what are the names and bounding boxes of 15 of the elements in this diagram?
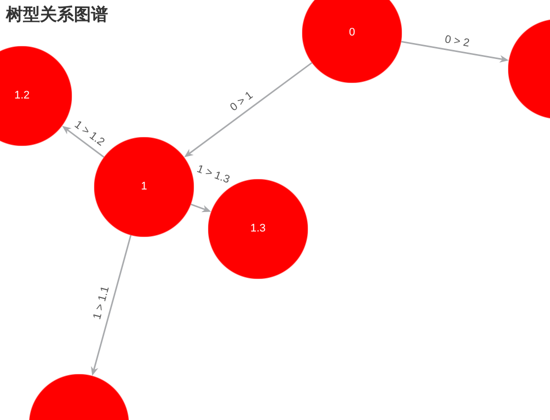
diagram-title: 树型关系图谱 [6, 4, 108, 26]
node-label: 1 [140, 180, 148, 194]
node-label: 1.3 [250, 222, 266, 236]
edge-label: 1 > 1.1 [91, 284, 113, 321]
edge-label: 0 > 2 [443, 34, 470, 51]
arrow [190, 204, 212, 212]
edge-label: 0 > 1 [228, 89, 256, 115]
arrow [401, 40, 509, 63]
node-label: 0 [348, 26, 356, 40]
arrow [184, 62, 312, 158]
arrow [62, 126, 104, 158]
edge-label: 1 > 1.2 [72, 118, 106, 149]
arrow [90, 235, 132, 376]
edge-label: 1 > 1.3 [194, 163, 232, 188]
node-label: 1.2 [14, 90, 30, 102]
